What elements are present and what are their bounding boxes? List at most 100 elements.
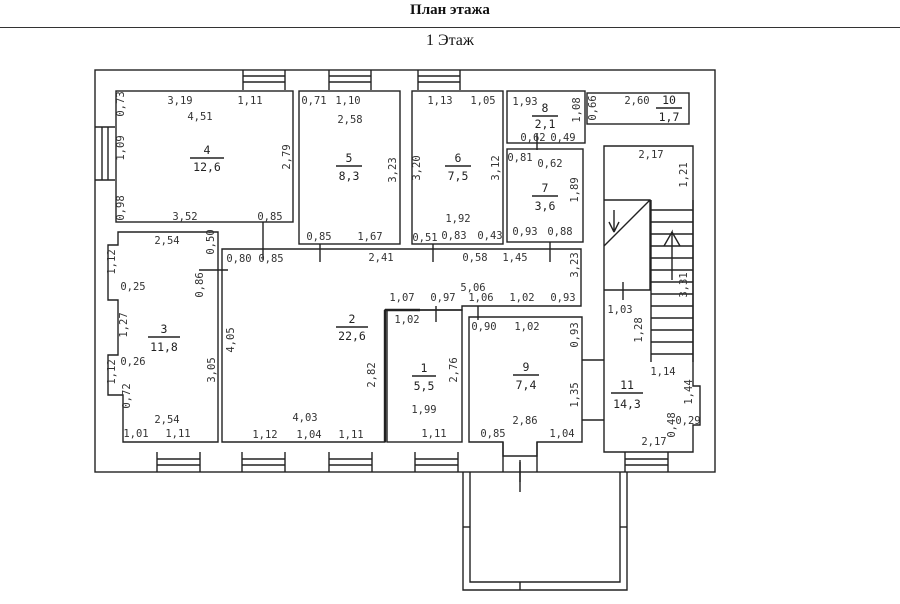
dim: 4,51: [187, 111, 212, 123]
dim: 1,08: [571, 97, 583, 122]
room-9-outline: [468, 316, 583, 457]
dim: 1,99: [411, 404, 436, 416]
dim: 1,05: [470, 95, 495, 107]
room-label-2: 222,6: [336, 312, 368, 343]
dim: 2,41: [368, 252, 393, 264]
dim: 1,93: [512, 96, 537, 108]
dim: 1,35: [569, 382, 581, 407]
dim: 4,03: [292, 412, 317, 424]
windows: [95, 70, 669, 472]
dim: 1,89: [569, 177, 581, 202]
room-label-1: 15,5: [412, 361, 436, 393]
svg-text:11,8: 11,8: [150, 340, 178, 354]
dim: 0,90: [471, 321, 496, 333]
room-label-10: 101,7: [656, 93, 682, 124]
dim: 1,02: [394, 314, 419, 326]
room-4-outline: [115, 90, 294, 223]
dim: 1,45: [502, 252, 527, 264]
dim: 0,62: [537, 158, 562, 170]
dim: 1,10: [335, 95, 360, 107]
svg-text:9: 9: [523, 360, 530, 374]
svg-text:1: 1: [421, 361, 428, 375]
staircase: [603, 199, 694, 362]
dim: 1,28: [633, 317, 645, 342]
dim: 1,11: [338, 429, 363, 441]
dim: 3,23: [387, 157, 399, 182]
room-label-8: 82,1: [532, 101, 558, 131]
dim: 1,21: [678, 162, 690, 187]
room-3-outline: [107, 231, 219, 443]
dim: 0,50: [205, 229, 217, 254]
svg-text:7,4: 7,4: [516, 378, 537, 392]
dim: 3,23: [569, 252, 581, 277]
svg-text:3: 3: [161, 322, 168, 336]
dim: 0,72: [121, 383, 133, 408]
dim: 2,54: [154, 414, 179, 426]
room-2-outline: [221, 248, 582, 443]
dim: 0,83: [441, 230, 466, 242]
dim: 1,02: [509, 292, 534, 304]
svg-text:6: 6: [455, 151, 462, 165]
svg-text:2: 2: [349, 312, 356, 326]
dim: 0,43: [477, 230, 502, 242]
svg-text:2,1: 2,1: [535, 117, 556, 131]
room-label-6: 67,5: [445, 151, 471, 183]
dim: 3,20: [411, 155, 423, 180]
dim: 1,09: [115, 135, 127, 160]
dim: 0,98: [115, 195, 127, 220]
dim: 1,06: [468, 292, 493, 304]
svg-text:10: 10: [662, 93, 676, 107]
dim: 1,04: [296, 429, 321, 441]
dim: 2,17: [641, 436, 666, 448]
svg-text:7,5: 7,5: [448, 169, 469, 183]
svg-text:11: 11: [620, 378, 634, 392]
svg-text:14,3: 14,3: [613, 397, 641, 411]
dim: 1,67: [357, 231, 382, 243]
room-6-outline: [411, 90, 504, 245]
dim: 1,14: [650, 366, 675, 378]
svg-text:22,6: 22,6: [338, 329, 366, 343]
dim: 1,04: [549, 428, 574, 440]
dim: 4,05: [225, 327, 237, 352]
dim: 1,03: [607, 304, 632, 316]
dim: 0,49: [550, 132, 575, 144]
dim: 1,11: [165, 428, 190, 440]
dim: 0,85: [257, 211, 282, 223]
room-5-outline: [298, 90, 401, 245]
dim: 1,12: [106, 359, 118, 384]
dim: 0,26: [120, 356, 145, 368]
dim: 0,85: [258, 253, 283, 265]
dim: 0,97: [430, 292, 455, 304]
room-8-outline: [506, 90, 586, 144]
dim: 2,76: [448, 357, 460, 382]
dim: 2,86: [512, 415, 537, 427]
room-label-11: 11 14,3: [611, 378, 643, 411]
room-label-9: 97,4: [513, 360, 539, 392]
dim: 2,54: [154, 235, 179, 247]
dim: 1,92: [445, 213, 470, 225]
dim: 1,07: [389, 292, 414, 304]
dim: 2,79: [281, 144, 293, 169]
room-10-outline: [586, 92, 690, 125]
svg-text:8: 8: [542, 101, 549, 115]
dim: 3,19: [167, 95, 192, 107]
dimensions: 3,19 1,11 4,51 0,73 1,09 0,98 3,52 0,85 …: [106, 91, 701, 448]
dim: 2,60: [624, 95, 649, 107]
dim: 1,27: [118, 312, 130, 337]
dim: 5,06: [460, 282, 485, 294]
dim: 3,05: [206, 357, 218, 382]
room-7-outline: [506, 148, 584, 243]
dim: 0,85: [480, 428, 505, 440]
dim: 1,12: [106, 249, 118, 274]
svg-text:1,7: 1,7: [659, 110, 680, 124]
dim: 0,29: [675, 415, 700, 427]
room-label-5: 58,3: [336, 151, 362, 183]
dim: 3,12: [490, 155, 502, 180]
dim: 0,93: [550, 292, 575, 304]
outer-wall: [94, 69, 716, 473]
dim: 0,58: [462, 252, 487, 264]
svg-text:7: 7: [542, 181, 549, 195]
dim: 0,86: [194, 272, 206, 297]
dim: 0,71: [301, 95, 326, 107]
